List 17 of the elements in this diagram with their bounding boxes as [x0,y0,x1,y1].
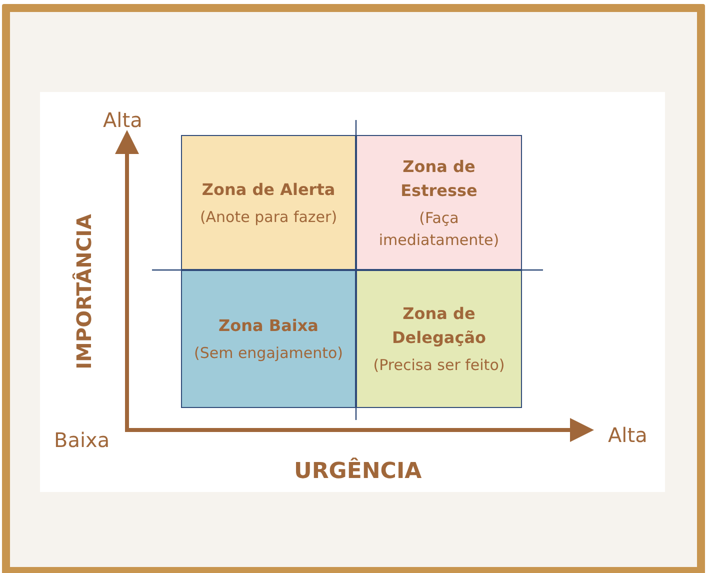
quadrant-box [356,135,522,270]
quadrant-box [356,270,522,408]
quadrant-description: (Sem engajamento) [194,343,344,364]
quadrant-description: (Faça imediatamente) [378,208,500,250]
quadrant-title: Zona de Alerta [202,178,336,200]
axis-title: IMPORTÂNCIA [72,214,96,370]
axis-max-label: Alta [103,108,142,132]
quadrant-title: Zona de Delegação [391,303,487,349]
quadrant-title: Zona de Estresse [400,156,478,202]
quadrant-box [181,135,356,270]
quadrant-description: (Precisa ser feito) [373,355,505,376]
quadrant-description: (Anote para fazer) [200,206,338,228]
axis-min-label: Baixa [54,428,110,452]
axis-title: URGÊNCIA [294,459,422,484]
axis-max-label: Alta [608,423,648,447]
quadrant-box [181,270,356,408]
quadrant-title: Zona Baixa [218,315,318,337]
